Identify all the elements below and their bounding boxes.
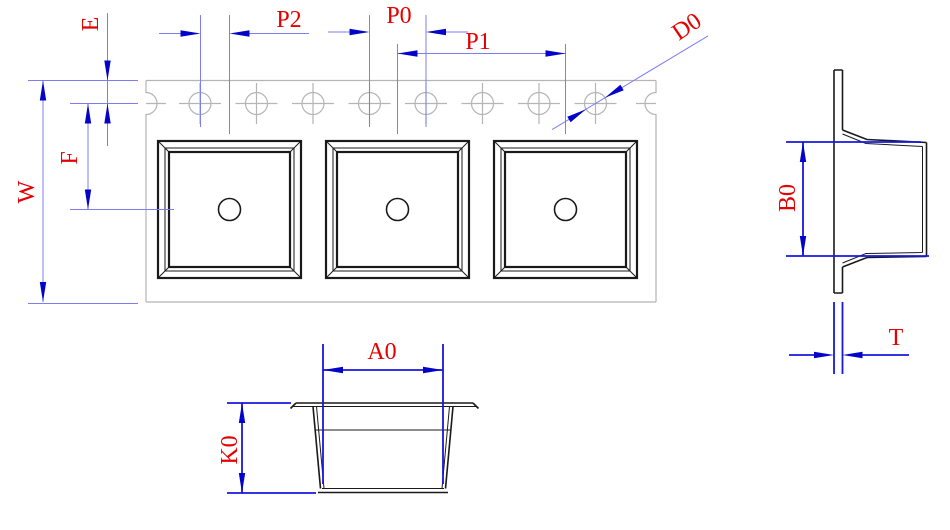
dim-label-k0: K0 bbox=[217, 435, 243, 465]
dim-label-e: E bbox=[78, 16, 104, 32]
pocket-center-hole bbox=[385, 197, 410, 222]
arrowhead bbox=[323, 366, 343, 374]
dim-label-f: F bbox=[57, 151, 83, 165]
dim-label-t: T bbox=[888, 325, 904, 351]
dim-p2 bbox=[159, 15, 309, 134]
arrowhead bbox=[426, 28, 446, 36]
dim-w bbox=[28, 80, 138, 304]
dim-p1 bbox=[397, 44, 566, 134]
arrowhead bbox=[238, 403, 246, 423]
dim-label-p1: P1 bbox=[465, 29, 491, 55]
dim-label-a0: A0 bbox=[367, 339, 397, 365]
pocket-2 bbox=[324, 139, 471, 280]
arrowhead bbox=[229, 30, 250, 37]
dim-e bbox=[28, 13, 138, 146]
top-view-tape-outline bbox=[145, 79, 657, 303]
arrowhead bbox=[423, 366, 443, 374]
pocket-center-hole bbox=[553, 197, 578, 222]
arrowhead bbox=[180, 30, 201, 37]
dim-k0 bbox=[227, 402, 316, 494]
arrowhead bbox=[104, 103, 111, 124]
dim-label-b0: B0 bbox=[775, 183, 801, 213]
arrowhead bbox=[814, 351, 834, 359]
arrowhead bbox=[84, 103, 92, 124]
dim-f bbox=[70, 103, 174, 210]
arrowhead bbox=[104, 60, 111, 81]
side-view-profile bbox=[833, 69, 928, 294]
pocket-center-hole bbox=[217, 197, 242, 222]
dim-d0 bbox=[551, 35, 709, 131]
arrowhead bbox=[604, 84, 624, 98]
pocket-3 bbox=[492, 139, 639, 280]
arrowhead bbox=[842, 351, 863, 359]
arrowhead bbox=[567, 109, 587, 123]
arrowhead bbox=[545, 50, 566, 57]
pocket-1 bbox=[156, 139, 303, 280]
dim-b0 bbox=[786, 141, 929, 257]
dim-a0 bbox=[322, 344, 444, 484]
dim-label-p2: P2 bbox=[276, 7, 302, 33]
pocket-section-profile bbox=[289, 402, 480, 494]
arrowhead bbox=[799, 236, 807, 256]
dim-label-p0: P0 bbox=[386, 3, 412, 29]
dim-p0 bbox=[328, 15, 468, 127]
arrowhead bbox=[799, 142, 807, 162]
arrowhead bbox=[349, 28, 370, 36]
dim-label-w: W bbox=[14, 180, 40, 204]
arrowhead bbox=[39, 80, 47, 101]
arrowhead bbox=[238, 473, 246, 493]
arrowhead bbox=[397, 50, 418, 57]
arrowhead bbox=[84, 189, 92, 210]
dim-t bbox=[789, 302, 909, 374]
arrowhead bbox=[39, 282, 47, 302]
